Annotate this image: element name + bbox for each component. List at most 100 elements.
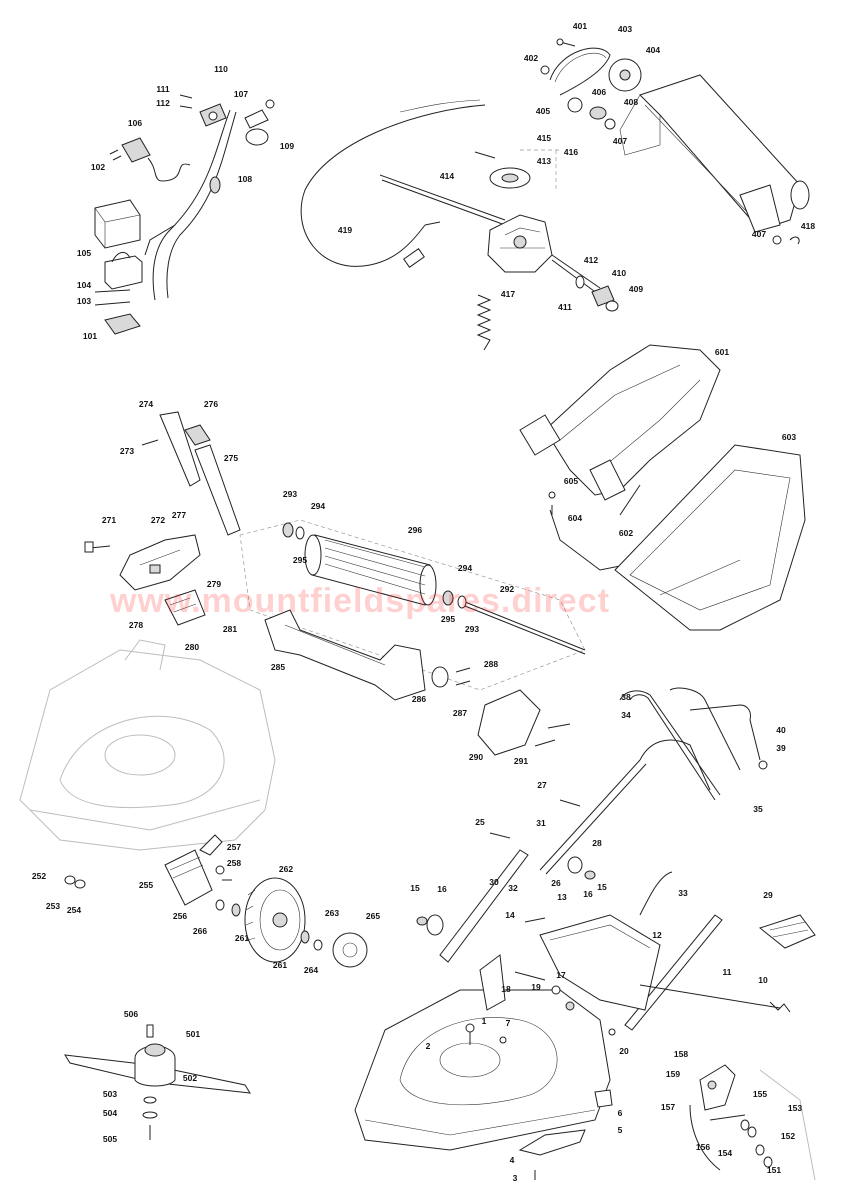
part-label-104: 104: [77, 280, 91, 290]
mower-deck-group: [354, 914, 791, 1180]
part-label-273: 273: [120, 446, 134, 456]
part-label-262: 262: [279, 864, 293, 874]
part-label-414: 414: [440, 171, 454, 181]
part-label-293: 293: [465, 624, 479, 634]
part-label-406: 406: [592, 87, 606, 97]
part-label-152: 152: [781, 1131, 795, 1141]
part-label-294: 294: [311, 501, 325, 511]
part-label-20: 20: [619, 1046, 629, 1056]
part-label-35: 35: [753, 804, 763, 814]
part-label-253: 253: [46, 901, 60, 911]
part-label-16: 16: [583, 889, 593, 899]
part-label-266: 266: [193, 926, 207, 936]
part-label-408: 408: [624, 97, 638, 107]
part-label-290: 290: [469, 752, 483, 762]
part-label-505: 505: [103, 1134, 117, 1144]
part-label-506: 506: [124, 1009, 138, 1019]
part-label-274: 274: [139, 399, 153, 409]
part-label-287: 287: [453, 708, 467, 718]
part-label-28: 28: [592, 838, 602, 848]
part-label-32: 32: [508, 883, 518, 893]
part-label-2: 2: [426, 1041, 431, 1051]
part-label-252: 252: [32, 871, 46, 881]
part-label-263: 263: [325, 908, 339, 918]
part-label-18: 18: [501, 984, 511, 994]
part-label-413: 413: [537, 156, 551, 166]
part-label-29: 29: [763, 890, 773, 900]
part-label-605: 605: [564, 476, 578, 486]
control-lever-group: [689, 1064, 816, 1181]
part-label-4: 4: [510, 1155, 515, 1165]
part-label-417: 417: [501, 289, 515, 299]
part-label-294: 294: [458, 563, 472, 573]
part-label-110: 110: [214, 64, 228, 74]
part-label-107: 107: [234, 89, 248, 99]
part-label-411: 411: [558, 302, 572, 312]
battery-charger-group: [94, 94, 275, 335]
part-label-419: 419: [338, 225, 352, 235]
part-label-601: 601: [715, 347, 729, 357]
part-label-261: 261: [273, 960, 287, 970]
part-label-255: 255: [139, 880, 153, 890]
part-label-501: 501: [186, 1029, 200, 1039]
part-label-407: 407: [752, 229, 766, 239]
part-labels: 1011021031041051061071081091101111124014…: [32, 21, 815, 1183]
part-label-285: 285: [271, 662, 285, 672]
part-label-3: 3: [513, 1173, 518, 1183]
part-label-33: 33: [678, 888, 688, 898]
part-label-403: 403: [618, 24, 632, 34]
part-label-293: 293: [283, 489, 297, 499]
part-label-151: 151: [767, 1165, 781, 1175]
part-label-281: 281: [223, 624, 237, 634]
part-label-158: 158: [674, 1049, 688, 1059]
part-label-12: 12: [652, 930, 662, 940]
part-label-405: 405: [536, 106, 550, 116]
part-label-102: 102: [91, 162, 105, 172]
wheel-group: [64, 834, 368, 968]
part-label-407: 407: [613, 136, 627, 146]
part-label-604: 604: [568, 513, 582, 523]
part-label-278: 278: [129, 620, 143, 630]
watermark: www.mountfieldspares.direct: [109, 582, 610, 620]
blade-group: [64, 1024, 251, 1140]
part-label-271: 271: [102, 515, 116, 525]
part-label-410: 410: [612, 268, 626, 278]
handle-group: [416, 687, 816, 1031]
part-label-295: 295: [293, 555, 307, 565]
grass-bag-group: [519, 344, 806, 631]
part-label-13: 13: [557, 892, 567, 902]
part-label-105: 105: [77, 248, 91, 258]
part-label-280: 280: [185, 642, 199, 652]
part-label-291: 291: [514, 756, 528, 766]
part-label-257: 257: [227, 842, 241, 852]
part-label-16: 16: [437, 884, 447, 894]
part-label-415: 415: [537, 133, 551, 143]
part-label-159: 159: [666, 1069, 680, 1079]
part-label-157: 157: [661, 1102, 675, 1112]
part-label-254: 254: [67, 905, 81, 915]
part-label-264: 264: [304, 965, 318, 975]
part-label-504: 504: [103, 1108, 117, 1118]
part-label-296: 296: [408, 525, 422, 535]
part-label-40: 40: [776, 725, 786, 735]
part-label-154: 154: [718, 1148, 732, 1158]
part-label-10: 10: [758, 975, 768, 985]
part-label-272: 272: [151, 515, 165, 525]
part-label-112: 112: [156, 98, 170, 108]
part-label-17: 17: [556, 970, 566, 980]
part-label-38: 38: [621, 692, 631, 702]
part-label-261: 261: [235, 933, 249, 943]
part-label-31: 31: [536, 818, 546, 828]
part-label-30: 30: [489, 877, 499, 887]
part-label-602: 602: [619, 528, 633, 538]
part-label-402: 402: [524, 53, 538, 63]
part-label-277: 277: [172, 510, 186, 520]
part-label-275: 275: [224, 453, 238, 463]
part-label-109: 109: [280, 141, 294, 151]
part-label-101: 101: [83, 331, 97, 341]
part-label-276: 276: [204, 399, 218, 409]
part-label-156: 156: [696, 1142, 710, 1152]
part-label-153: 153: [788, 1103, 802, 1113]
part-label-292: 292: [500, 584, 514, 594]
